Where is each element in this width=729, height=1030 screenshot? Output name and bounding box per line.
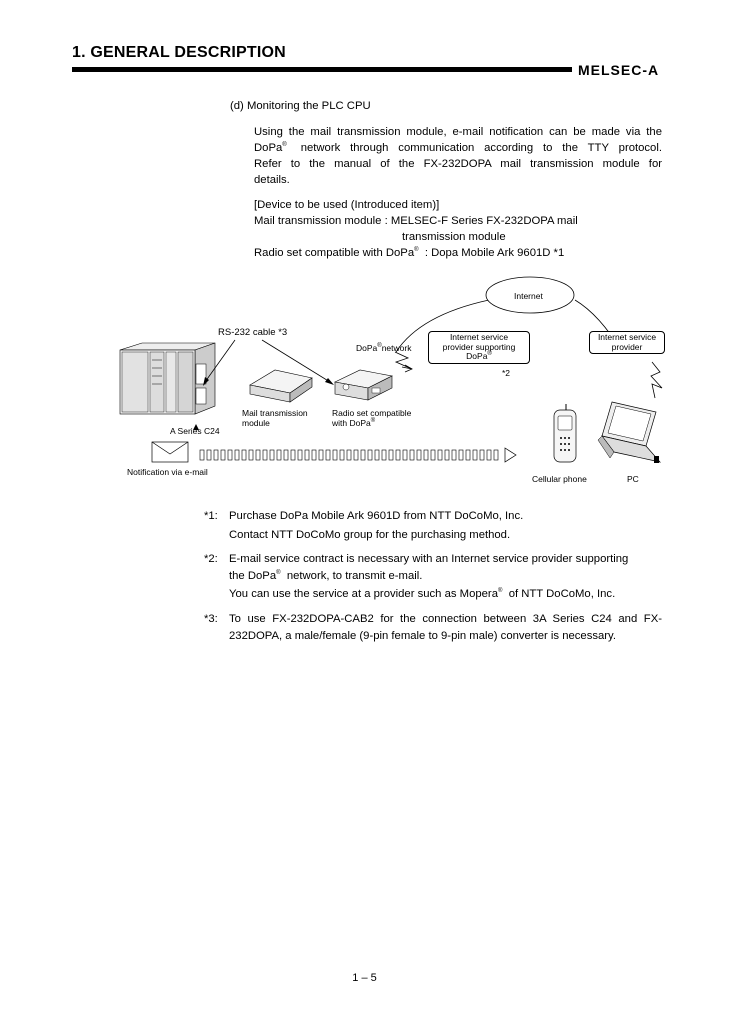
arrow-dot xyxy=(458,449,464,461)
arrow-dot xyxy=(430,449,436,461)
arrow-dot xyxy=(241,449,247,461)
lightning-arrow-icon xyxy=(404,364,413,373)
mail-module-icon xyxy=(249,369,313,403)
arrow-dot xyxy=(479,449,485,461)
arrow-dot xyxy=(395,449,401,461)
arrow-dot xyxy=(486,449,492,461)
arrow-dot xyxy=(339,449,345,461)
note-2-mark: *2: xyxy=(204,553,218,565)
note-3-mark: *3: xyxy=(204,613,218,625)
device-line-1: Mail transmission module : MELSEC-F Seri… xyxy=(254,215,578,227)
para-dopa: DoPa® xyxy=(254,142,287,154)
pointer-triangle xyxy=(193,424,199,430)
rs232-label: RS-232 cable *3 xyxy=(218,327,288,338)
arrow-dot xyxy=(199,449,205,461)
arrow-dot xyxy=(269,449,275,461)
arrow-dot xyxy=(437,449,443,461)
para-line-1: Using the mail transmission module, e-ma… xyxy=(254,126,662,138)
arrow-dot xyxy=(416,449,422,461)
para-line-3: Refer to the manual of the FX-232DOPA ma… xyxy=(254,158,662,170)
arrow-dot xyxy=(283,449,289,461)
star2-label: *2 xyxy=(502,368,511,378)
para-line-4: details. xyxy=(254,174,290,186)
device-line-2: transmission module xyxy=(402,231,506,243)
pc-label: PC xyxy=(627,474,639,484)
notification-arrow xyxy=(199,449,499,461)
arrow-dot xyxy=(220,449,226,461)
arrow-dot xyxy=(276,449,282,461)
para-line-2: DoPa® network through communication acco… xyxy=(254,140,662,156)
arrow-dot xyxy=(472,449,478,461)
radio-set-icon xyxy=(334,369,393,401)
page-number: 1 – 5 xyxy=(352,972,377,984)
arrow-dot xyxy=(360,449,366,461)
cellular-label: Cellular phone xyxy=(532,474,587,484)
note-3-line-2: 232DOPA, a male/female (9-pin female to … xyxy=(229,630,616,642)
note-1-line-2: Contact NTT DoCoMo group for the purchas… xyxy=(229,529,511,541)
notification-label: Notification via e-mail xyxy=(127,467,208,477)
plc-rack-icon xyxy=(119,342,216,415)
para-line-2-rest: network through communication according … xyxy=(300,142,662,154)
arrow-dot xyxy=(213,449,219,461)
cellular-phone-icon xyxy=(553,404,577,463)
arrow-dot xyxy=(493,449,499,461)
arrow-dot xyxy=(451,449,457,461)
subsection-heading: (d) Monitoring the PLC CPU xyxy=(230,100,371,112)
isp-box: Internet service provider xyxy=(589,331,665,354)
dopa-network-label: DoPa®network xyxy=(356,343,412,353)
arrow-dot xyxy=(248,449,254,461)
system-diagram xyxy=(119,276,663,463)
note-2-line-2: the DoPa® network, to transmit e-mail. xyxy=(229,570,423,582)
arrow-dot xyxy=(388,449,394,461)
arrow-dot xyxy=(234,449,240,461)
arrow-dot xyxy=(325,449,331,461)
laptop-pc-icon xyxy=(597,401,661,463)
rs232-arrow-right xyxy=(261,339,331,383)
arrow-dot xyxy=(374,449,380,461)
arrow-dot xyxy=(297,449,303,461)
arrow-dot xyxy=(255,449,261,461)
rs232-arrow-left xyxy=(204,339,236,383)
header-rule xyxy=(72,67,572,72)
arrow-dot xyxy=(409,449,415,461)
arrow-dot xyxy=(206,449,212,461)
internet-link-left xyxy=(395,299,490,353)
arrow-dot xyxy=(262,449,268,461)
page-section-title: 1. GENERAL DESCRIPTION xyxy=(72,44,286,61)
internet-cloud xyxy=(485,276,575,314)
radio-set-label: Radio set compatible with DoPa® xyxy=(332,408,412,428)
mail-module-label: Mail transmission module xyxy=(242,408,308,428)
arrow-dot xyxy=(332,449,338,461)
a-series-label: A Series C24 xyxy=(170,426,220,436)
arrow-dot xyxy=(318,449,324,461)
lightning-icon xyxy=(650,361,663,399)
arrow-dot xyxy=(465,449,471,461)
notification-arrow-head xyxy=(504,447,517,463)
arrow-dot xyxy=(304,449,310,461)
note-1-mark: *1: xyxy=(204,510,218,522)
lightning-icon xyxy=(394,351,413,370)
arrow-dot xyxy=(353,449,359,461)
arrow-dot xyxy=(423,449,429,461)
note-2-line-1: E-mail service contract is necessary wit… xyxy=(229,553,629,565)
note-1-line-1: Purchase DoPa Mobile Ark 9601D from NTT … xyxy=(229,510,524,522)
device-line-3: Radio set compatible with DoPa® : Dopa M… xyxy=(254,247,565,259)
arrow-dot xyxy=(227,449,233,461)
arrow-dot xyxy=(444,449,450,461)
note-2-line-3: You can use the service at a provider su… xyxy=(229,588,616,600)
isp-dopa-box: Internet service provider supporting DoP… xyxy=(428,331,530,364)
arrow-dot xyxy=(290,449,296,461)
arrow-dot xyxy=(311,449,317,461)
internet-label: Internet xyxy=(514,291,543,301)
arrow-dot xyxy=(402,449,408,461)
arrow-dot xyxy=(367,449,373,461)
arrow-dot xyxy=(381,449,387,461)
brand-label: MELSEC-A xyxy=(578,62,660,78)
arrow-dot xyxy=(346,449,352,461)
note-3-line-1: To use FX-232DOPA-CAB2 for the connectio… xyxy=(229,613,662,625)
envelope-icon xyxy=(151,441,189,463)
device-heading: [Device to be used (Introduced item)] xyxy=(254,199,440,211)
